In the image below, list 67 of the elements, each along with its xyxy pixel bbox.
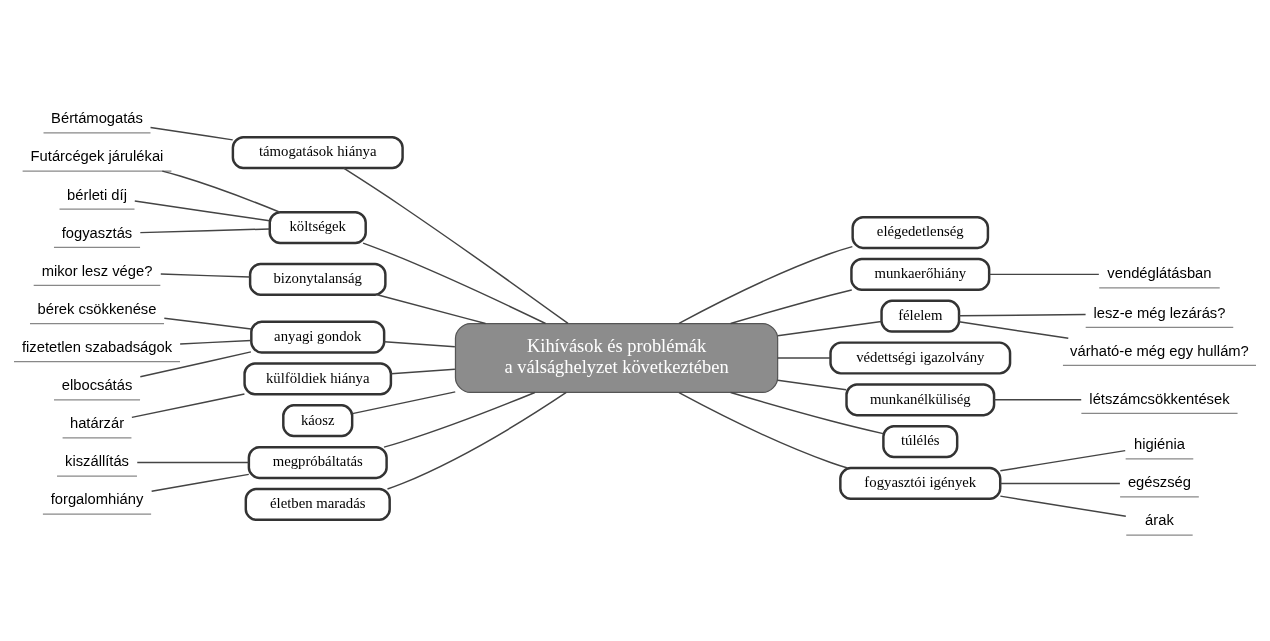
connector bbox=[383, 391, 536, 448]
node-text: bérek csökkenése bbox=[37, 300, 157, 317]
connector bbox=[179, 339, 252, 345]
node-box: védettségi igazolvány bbox=[829, 341, 1012, 375]
connector bbox=[149, 126, 234, 141]
connector bbox=[351, 391, 456, 415]
node-text: egészség bbox=[1127, 474, 1192, 491]
node-box: fogyasztói igények bbox=[839, 466, 1002, 501]
connector bbox=[139, 351, 252, 378]
node-text: kiszállítás bbox=[65, 453, 129, 470]
connector bbox=[134, 200, 271, 222]
connector bbox=[136, 461, 250, 464]
connector bbox=[150, 473, 250, 493]
node-box: káosz bbox=[282, 404, 354, 438]
node-text: Bértámogatás bbox=[51, 110, 143, 127]
node-box: munkaerőhiány bbox=[850, 257, 991, 291]
connector bbox=[383, 340, 456, 348]
node-box: félelem bbox=[880, 299, 961, 333]
connector bbox=[776, 379, 847, 391]
connector bbox=[362, 242, 547, 325]
node-text: higiénia bbox=[1134, 436, 1185, 453]
connector bbox=[390, 368, 456, 375]
node-text: lesz-e még lezárás? bbox=[1093, 304, 1226, 321]
node-text: vendéglátásban bbox=[1107, 265, 1212, 282]
node-box: bizonytalanság bbox=[248, 262, 387, 296]
node-text: határzár bbox=[69, 415, 125, 432]
connector bbox=[988, 273, 1100, 276]
connector bbox=[729, 391, 884, 435]
connector bbox=[376, 294, 487, 325]
node-box: munkanélküliség bbox=[845, 383, 996, 417]
node-text: Futárcégek járulékai bbox=[30, 148, 164, 165]
node-box: életben maradás bbox=[244, 487, 391, 521]
node-box: külföldiek hiánya bbox=[243, 362, 393, 396]
connector bbox=[160, 273, 251, 278]
node-text: fizetetlen szabadságok bbox=[21, 338, 173, 355]
node-box: támogatások hiánya bbox=[231, 136, 404, 170]
connector bbox=[139, 228, 271, 234]
connector bbox=[386, 391, 568, 490]
connector bbox=[729, 289, 853, 325]
connector bbox=[678, 245, 854, 325]
connector bbox=[999, 495, 1127, 518]
connector bbox=[993, 399, 1082, 401]
connector bbox=[999, 449, 1126, 472]
node-text: árak bbox=[1145, 512, 1174, 529]
connector bbox=[163, 317, 252, 330]
node-box: megpróbáltatás bbox=[247, 445, 388, 480]
node-text: fogyasztás bbox=[61, 224, 133, 241]
node-box: anyagi gondok bbox=[250, 320, 386, 354]
node-box: túlélés bbox=[882, 425, 959, 459]
connector bbox=[958, 313, 1087, 317]
node-box: költségek bbox=[268, 211, 367, 245]
connector bbox=[999, 482, 1121, 485]
node-text: elbocsátás bbox=[61, 377, 133, 394]
node-text: bérleti díj bbox=[67, 186, 127, 203]
node-box: elégedetlenség bbox=[851, 216, 990, 250]
connector bbox=[958, 321, 1069, 340]
connector bbox=[678, 391, 849, 469]
connector bbox=[776, 357, 831, 359]
node-text: várható-e még egy hullám? bbox=[1070, 342, 1249, 359]
connector bbox=[342, 167, 569, 325]
connector bbox=[131, 393, 246, 419]
node-text: forgalomhiány bbox=[50, 491, 144, 508]
connector bbox=[776, 320, 883, 337]
node-text: mikor lesz vége? bbox=[41, 262, 153, 279]
node-box: Kihívások és problémák a válsághelyzet következtében bbox=[454, 322, 779, 394]
connector bbox=[161, 170, 281, 213]
node-text: létszámcsökkentések bbox=[1089, 390, 1230, 407]
